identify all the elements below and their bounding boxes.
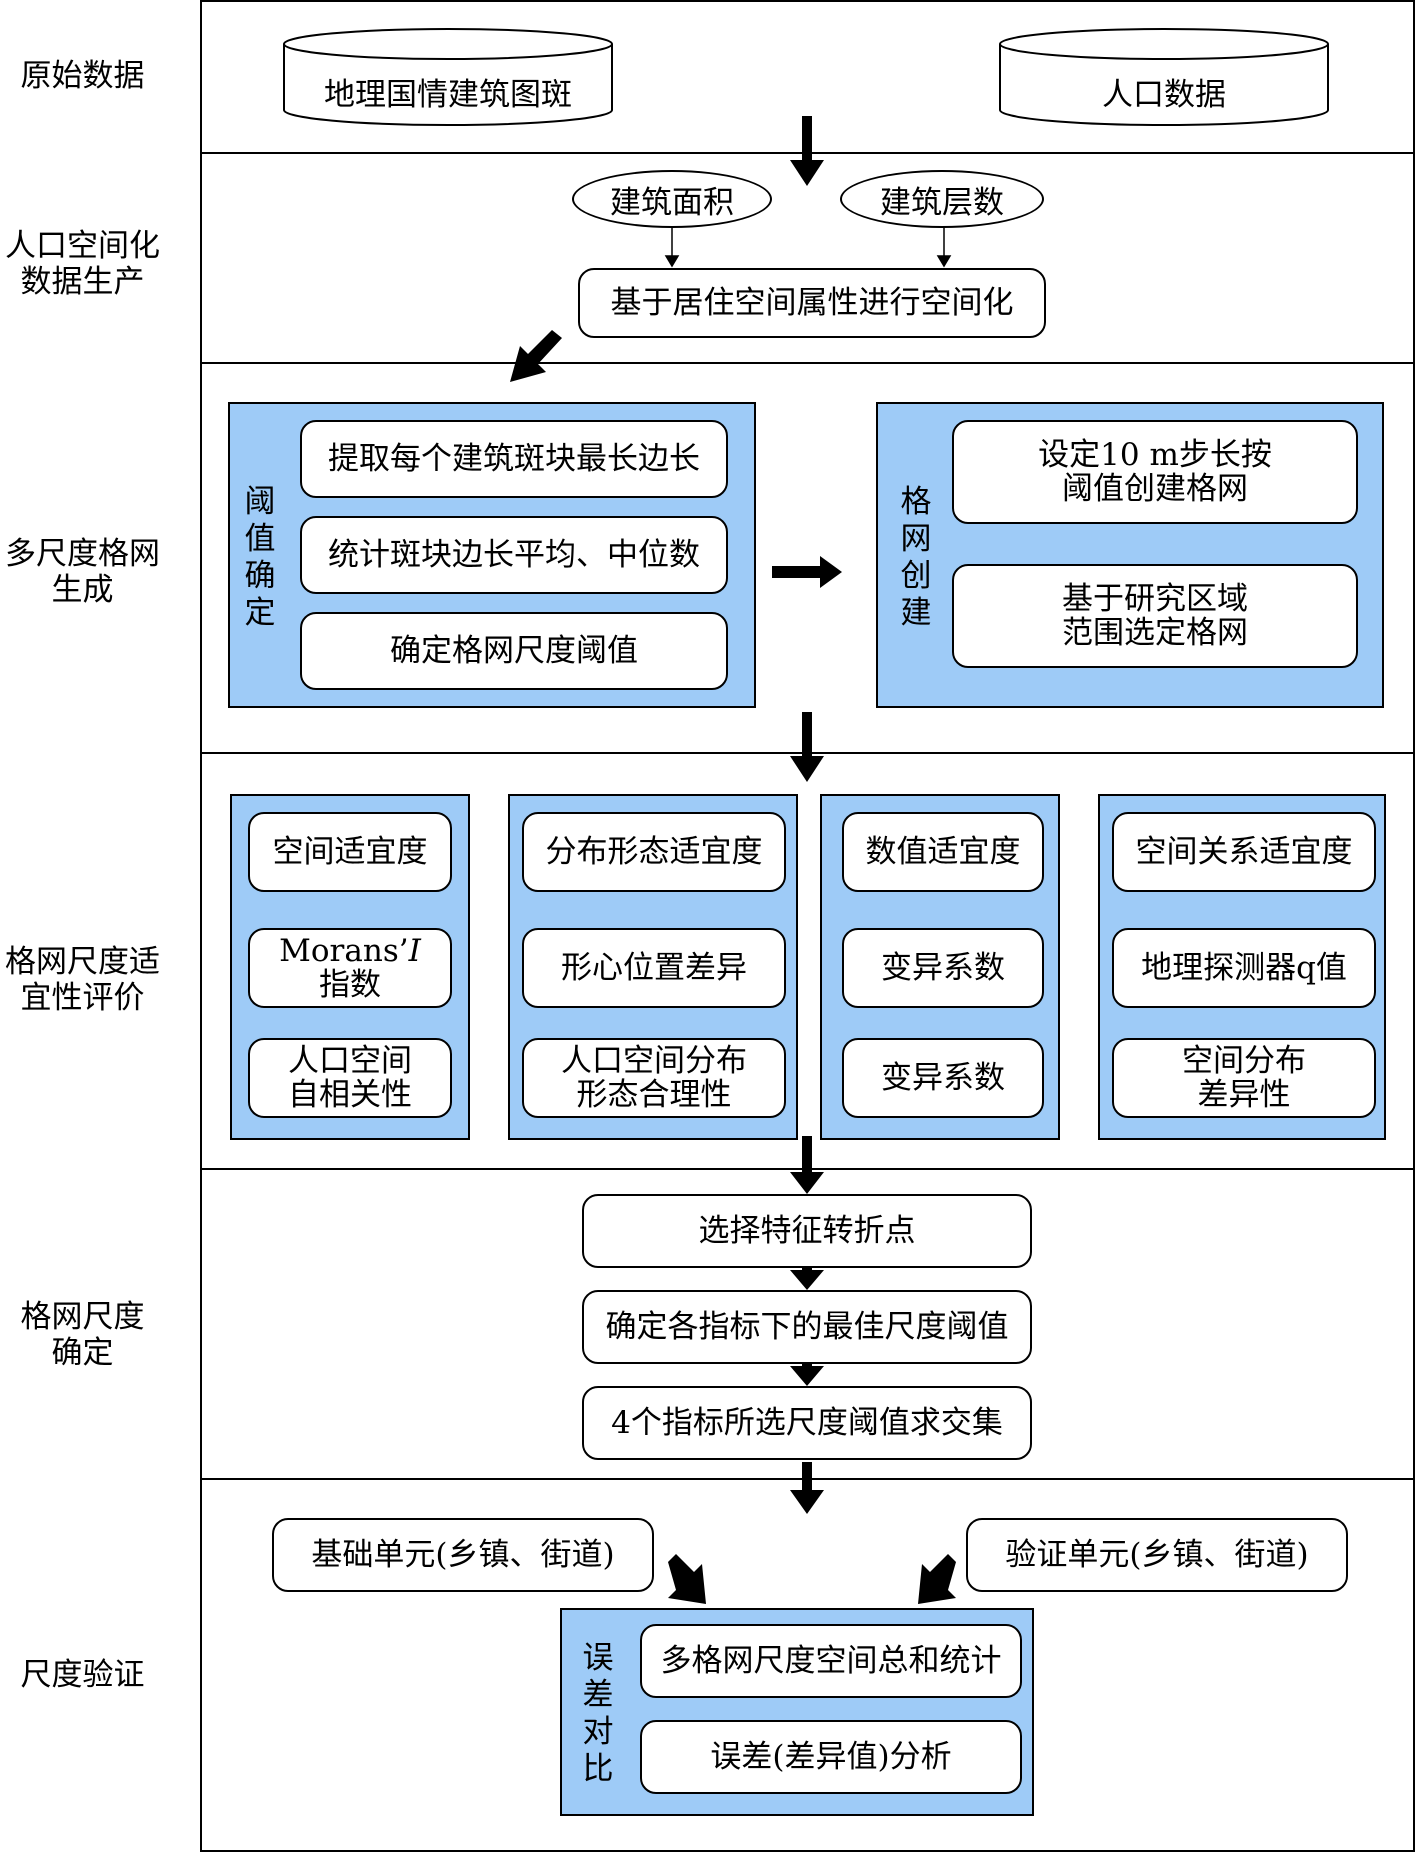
stage-scale-determination: 格网尺度确定 (20, 1299, 145, 1371)
grid-create-panel-label: 格网创建 (900, 484, 932, 631)
eval-spatial-target: 人口空间自相关性 (248, 1038, 452, 1118)
spatialization-process-box: 基于居住空间属性进行空间化 (578, 268, 1046, 338)
error-analysis-box: 误差(差异值)分析 (640, 1720, 1022, 1794)
stage-suitability-evaluation: 格网尺度适宜性评价 (5, 944, 160, 1016)
population-db-label: 人口数据 (1102, 76, 1226, 113)
building-db-label: 地理国情建筑图斑 (324, 76, 572, 113)
thin-arrows (664, 226, 952, 268)
eval-value-metric: 变异系数 (842, 928, 1044, 1008)
optimal-threshold-box: 确定各指标下的最佳尺度阈值 (582, 1290, 1032, 1364)
eval-relation-metric: 地理探测器q值 (1112, 928, 1376, 1008)
eval-value-title: 数值适宜度 (842, 812, 1044, 892)
error-compare-label: 误差对比 (582, 1640, 614, 1787)
stage-grid-generation: 多尺度格网生成 (5, 536, 160, 608)
eval-relation-target: 空间分布差异性 (1112, 1038, 1376, 1118)
select-turning-point-box: 选择特征转折点 (582, 1194, 1032, 1268)
building-area-ellipse: 建筑面积 (572, 170, 772, 228)
building-floors-ellipse: 建筑层数 (840, 170, 1044, 228)
thick-arrows (510, 116, 956, 1604)
verify-unit-box: 验证单元(乡镇、街道) (966, 1518, 1348, 1592)
eval-shape-title: 分布形态适宜度 (522, 812, 786, 892)
threshold-panel-label: 阈值确定 (244, 484, 276, 631)
edge-statistics-box: 统计斑块边长平均、中位数 (300, 516, 728, 594)
stage-raw-data: 原始数据 (20, 58, 145, 94)
intersection-box: 4个指标所选尺度阈值求交集 (582, 1386, 1032, 1460)
eval-value-target: 变异系数 (842, 1038, 1044, 1118)
extract-edge-box: 提取每个建筑斑块最长边长 (300, 420, 728, 498)
population-db-cylinder (999, 28, 1329, 126)
grid-select-box: 基于研究区域范围选定格网 (952, 564, 1358, 668)
multi-scale-statistics-box: 多格网尺度空间总和统计 (640, 1624, 1022, 1698)
grid-threshold-box: 确定格网尺度阈值 (300, 612, 728, 690)
eval-shape-metric: 形心位置差异 (522, 928, 786, 1008)
stage-scale-validation: 尺度验证 (20, 1657, 145, 1693)
grid-step-box: 设定10 m步长按阈值创建格网 (952, 420, 1358, 524)
building-db-cylinder (283, 28, 613, 126)
eval-shape-target: 人口空间分布形态合理性 (522, 1038, 786, 1118)
eval-relation-title: 空间关系适宜度 (1112, 812, 1376, 892)
eval-spatial-title: 空间适宜度 (248, 812, 452, 892)
base-unit-box: 基础单元(乡镇、街道) (272, 1518, 654, 1592)
stage-spatialization: 人口空间化数据生产 (5, 228, 160, 300)
